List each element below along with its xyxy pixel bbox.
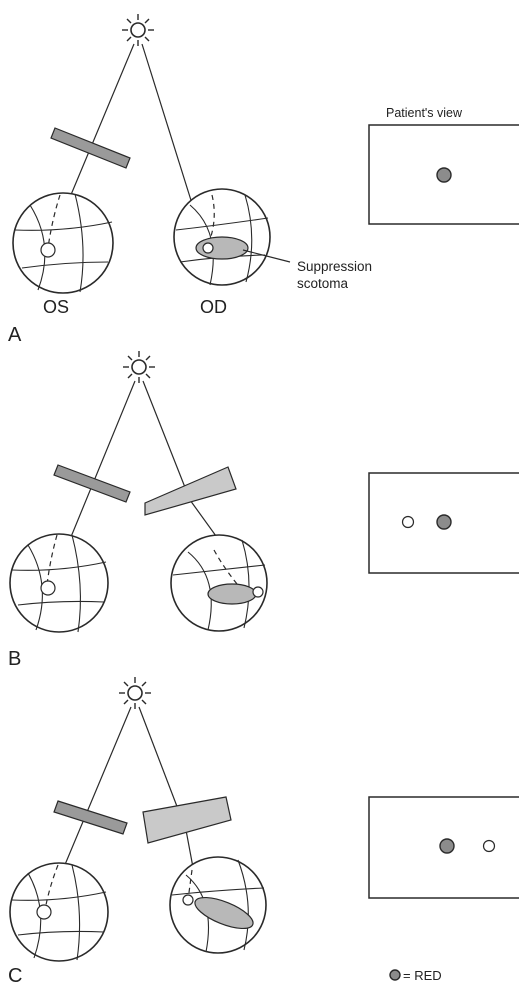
red-filter bbox=[53, 464, 131, 503]
annotation-line2: scotoma bbox=[297, 276, 349, 291]
right-eye-od bbox=[170, 534, 268, 632]
red-image-dot bbox=[436, 514, 452, 530]
prism bbox=[142, 796, 232, 844]
suppression-scotoma bbox=[194, 896, 254, 930]
red-filter bbox=[50, 127, 131, 169]
patient-view-title: Patient's view bbox=[386, 106, 463, 120]
ray-right bbox=[142, 380, 191, 501]
white-image-dot bbox=[482, 839, 496, 853]
red-image-dot bbox=[439, 838, 455, 854]
panel-letter-b: B bbox=[8, 648, 21, 670]
od-label: OD bbox=[200, 297, 227, 317]
white-image-dot bbox=[401, 515, 415, 529]
left-eye-os bbox=[9, 533, 109, 633]
panel-b: B bbox=[8, 350, 519, 670]
panel-letter-c: C bbox=[8, 965, 22, 987]
panel-c: C bbox=[8, 676, 519, 987]
gray-filled-dot-icon bbox=[389, 969, 401, 981]
os-label: OS bbox=[43, 297, 69, 317]
panel-a: Suppression scotoma OS OD A Patient's vi… bbox=[8, 13, 519, 346]
legend: = RED bbox=[389, 968, 442, 983]
light-source-icon bbox=[122, 350, 156, 384]
left-eye-os bbox=[9, 862, 109, 962]
red-image-dot bbox=[436, 167, 452, 183]
right-eye-od bbox=[173, 188, 271, 286]
legend-text: = RED bbox=[403, 968, 442, 983]
right-eye-od bbox=[169, 856, 267, 954]
patient-view-box-a bbox=[368, 124, 519, 225]
light-source-icon bbox=[118, 676, 152, 710]
left-eye-os bbox=[12, 192, 114, 294]
panel-letter-a: A bbox=[8, 324, 22, 346]
prism bbox=[144, 466, 237, 516]
light-source-icon bbox=[121, 13, 155, 47]
annotation-leader-line bbox=[242, 249, 291, 263]
suppression-scotoma bbox=[207, 583, 257, 605]
red-filter bbox=[53, 800, 128, 835]
annotation-line1: Suppression bbox=[297, 259, 372, 274]
